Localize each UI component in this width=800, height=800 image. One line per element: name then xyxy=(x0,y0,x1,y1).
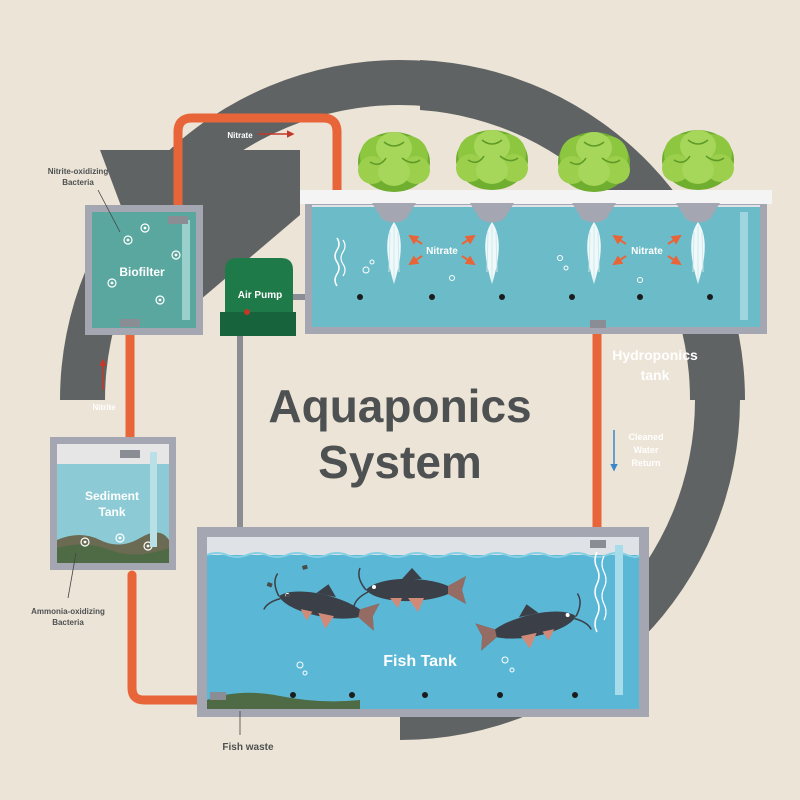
nitrite-bacteria-leader xyxy=(97,189,121,233)
nitrite-bacteria-label-line2: Bacteria xyxy=(62,178,94,187)
ammonia-bacteria-label-line2: Bacteria xyxy=(52,618,84,627)
diagram-title-line2: System xyxy=(318,436,482,488)
cleaned-water-label-line3: Return xyxy=(632,458,661,468)
air-pump xyxy=(220,258,296,336)
pipes xyxy=(125,113,602,705)
water-bubbles xyxy=(362,255,643,283)
cleaned-water-label-line2: Water xyxy=(634,445,659,455)
biofilter-tank xyxy=(85,205,203,335)
lettuce-plant xyxy=(661,129,735,191)
fish-tank-label: Fish Tank xyxy=(383,653,457,670)
ammonia-bacteria-label-line1: Ammonia-oxidizing xyxy=(31,607,105,616)
fish-aeration-dots xyxy=(290,692,578,698)
plant-cups xyxy=(372,203,720,285)
fish-waste-pile xyxy=(207,692,360,709)
sediment-tank xyxy=(50,437,176,570)
cleaned-water-label-line1: Cleaned xyxy=(628,432,663,442)
aeration-dots xyxy=(357,294,713,300)
nitrate-right-label: Nitrate xyxy=(631,246,663,257)
nitrite-bacteria-label-line1: Nitrite-oxidizing xyxy=(48,167,109,176)
sediment-label-line2: Tank xyxy=(98,505,125,519)
nitrate-top-label: Nitrate xyxy=(227,131,253,140)
water-inflow xyxy=(334,237,340,287)
air-pump-label: Air Pump xyxy=(238,290,282,301)
fish-waste-label: Fish waste xyxy=(222,742,274,753)
nitrite-label: Nitrite xyxy=(92,403,116,412)
hydroponics-label-line1: Hydroponics xyxy=(612,347,698,363)
diagram-title-line1: Aquaponics xyxy=(268,380,531,432)
lettuce-plant xyxy=(455,129,529,191)
ammonia-bacteria-leader xyxy=(67,552,77,599)
lettuce-plant xyxy=(357,131,431,193)
fish-bubbles xyxy=(296,656,515,676)
hydroponics-label-line2: tank xyxy=(641,367,670,383)
nitrate-left-label: Nitrate xyxy=(426,246,458,257)
fish-tank xyxy=(197,527,649,717)
water-return-stream xyxy=(601,555,607,621)
sediment-label-line1: Sediment xyxy=(85,489,139,503)
fish-food xyxy=(266,564,308,597)
nitrate-arrows xyxy=(408,234,682,266)
biofilter-label: Biofilter xyxy=(119,265,165,279)
lettuce-plant xyxy=(557,131,631,193)
water-inflow xyxy=(340,239,346,277)
water-return-stream xyxy=(594,551,600,633)
